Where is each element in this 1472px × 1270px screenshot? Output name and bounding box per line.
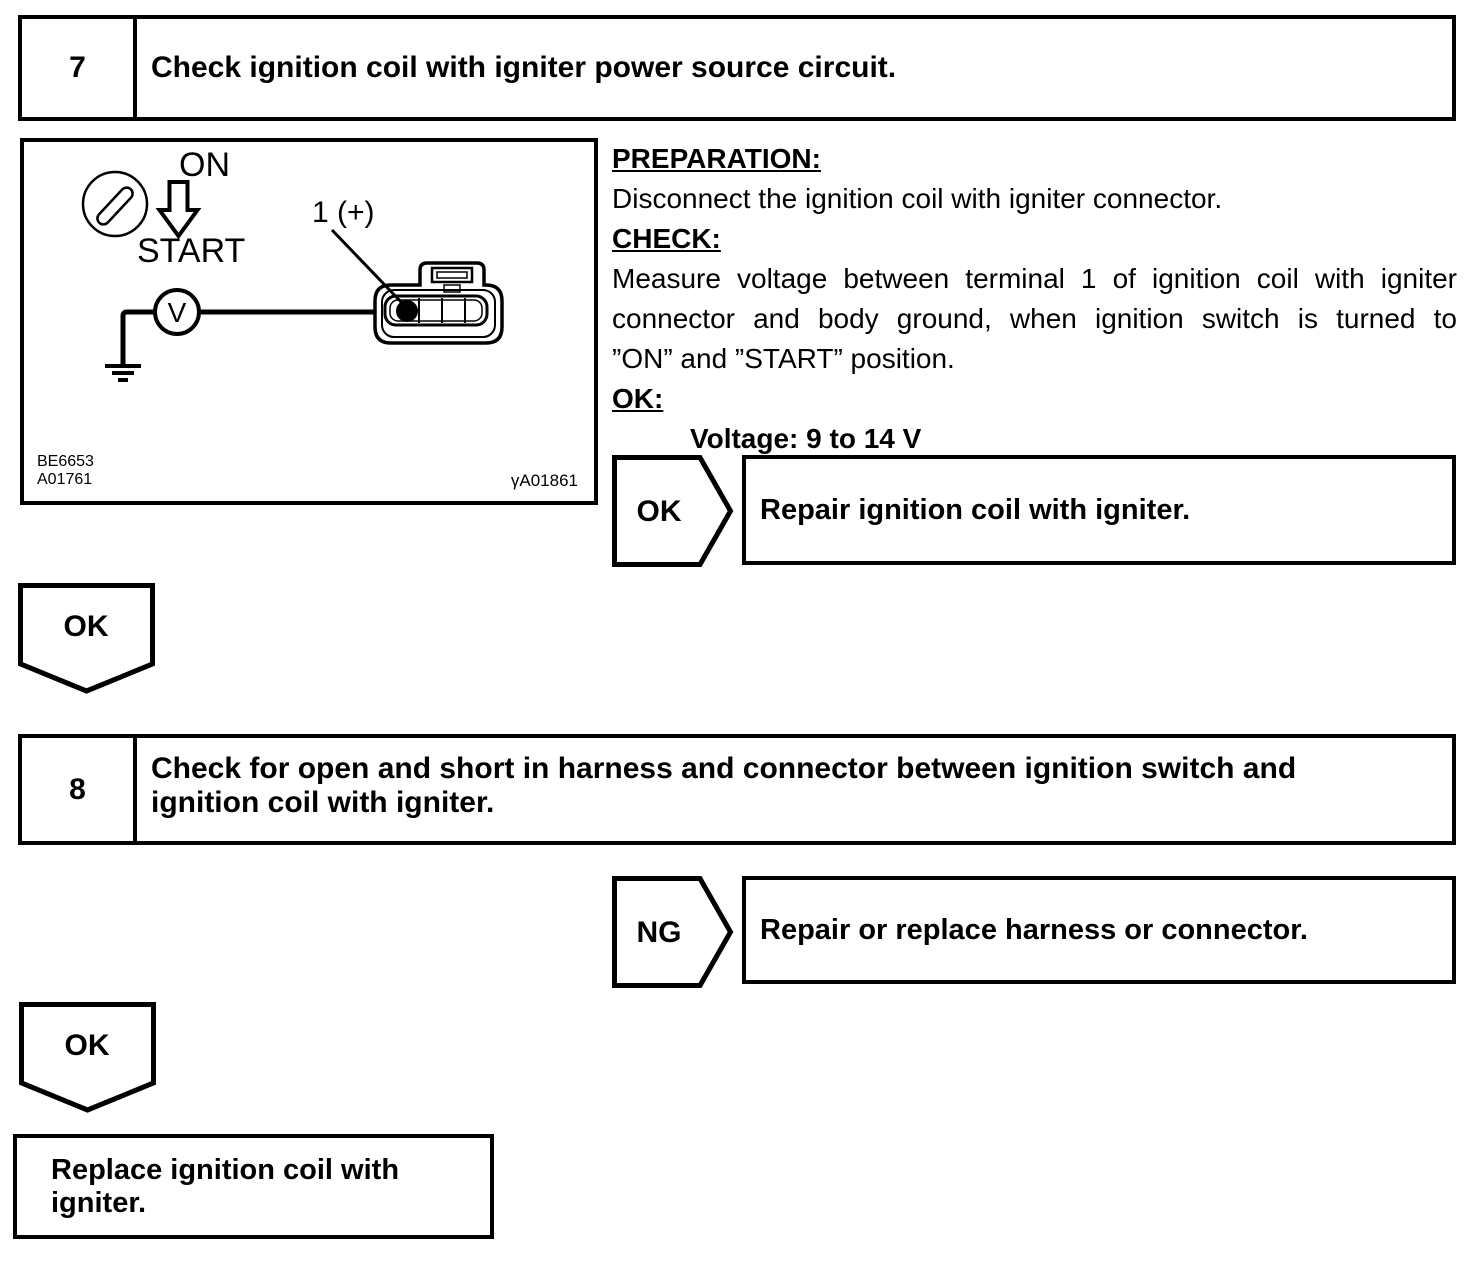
- final-action-text: Replace ignition coil with igniter.: [51, 1153, 400, 1219]
- check-text-line: connector and body ground, when ignition…: [612, 303, 1457, 334]
- branch-label: NG: [637, 916, 682, 949]
- step-8-title-line: ignition coil with igniter.: [151, 786, 495, 819]
- result-text: Repair ignition coil with igniter.: [760, 493, 1191, 526]
- step-8-title-line: Check for open and short in harness and …: [151, 752, 1297, 785]
- step-7-title: Check ignition coil with igniter power s…: [151, 51, 897, 84]
- check-text-line: ”ON” and ”START” position.: [612, 343, 955, 374]
- right-arrow-pentagon-icon: [612, 455, 734, 567]
- result-text: Repair or replace harness or connector.: [760, 913, 1308, 946]
- check-text-line: Measure voltage between terminal 1 of ig…: [612, 263, 1457, 294]
- branch-arrow-ok: OK: [612, 455, 734, 567]
- step-8-header: 8 Check for open and short in harness an…: [18, 734, 1456, 845]
- circuit-figure: ON START V: [20, 138, 598, 505]
- ok-heading: OK:: [612, 383, 664, 414]
- result-box-repair-harness: Repair or replace harness or connector.: [742, 876, 1456, 984]
- connector-drawing: [330, 228, 504, 345]
- flow-label: OK: [64, 610, 109, 643]
- preparation-heading: PREPARATION:: [612, 143, 821, 174]
- ignition-on-label: ON: [179, 146, 230, 184]
- terminal-leader-line: [330, 228, 406, 307]
- flow-connector-ok-1: OK: [18, 583, 156, 695]
- branch-label: OK: [637, 495, 682, 528]
- right-arrow-pentagon-icon: [612, 876, 734, 988]
- step-7-header: 7 Check ignition coil with igniter power…: [18, 15, 1456, 121]
- ground-symbol-icon: [105, 364, 141, 382]
- circuit-diagram-svg: ON START V: [37, 146, 578, 490]
- branch-arrow-ng: NG: [612, 876, 734, 988]
- final-action-box: Replace ignition coil with igniter.: [13, 1134, 494, 1239]
- down-pentagon-icon: [19, 1002, 156, 1113]
- check-heading: CHECK:: [612, 223, 721, 254]
- step-8-number: 8: [22, 738, 137, 841]
- voltmeter-label: V: [168, 297, 187, 328]
- test-lead-wire: [120, 309, 407, 364]
- key-turn-arrow-icon: [155, 180, 202, 240]
- terminal-label: 1 (+): [312, 196, 375, 229]
- voltage-spec: Voltage: 9 to 14 V: [690, 423, 922, 454]
- figure-code-right: γA01861: [511, 471, 578, 490]
- voltmeter-icon: [153, 288, 201, 336]
- result-box-repair-coil: Repair ignition coil with igniter.: [742, 455, 1456, 565]
- flow-connector-ok-2: OK: [19, 1002, 157, 1114]
- ignition-key-icon: [81, 170, 149, 238]
- ignition-start-label: START: [137, 232, 245, 270]
- down-pentagon-icon: [18, 583, 155, 694]
- figure-code-1: BE6653: [37, 453, 94, 470]
- step-8-title: Check for open and short in harness and …: [137, 738, 1452, 841]
- preparation-text: Disconnect the ignition coil with ignite…: [612, 183, 1223, 214]
- procedure-text: PREPARATION: Disconnect the ignition coi…: [612, 139, 1457, 459]
- step-7-number: 7: [22, 19, 137, 117]
- figure-code-2: A01761: [37, 471, 92, 488]
- flow-label: OK: [65, 1029, 110, 1062]
- terminal-1-probe-point: [396, 300, 418, 322]
